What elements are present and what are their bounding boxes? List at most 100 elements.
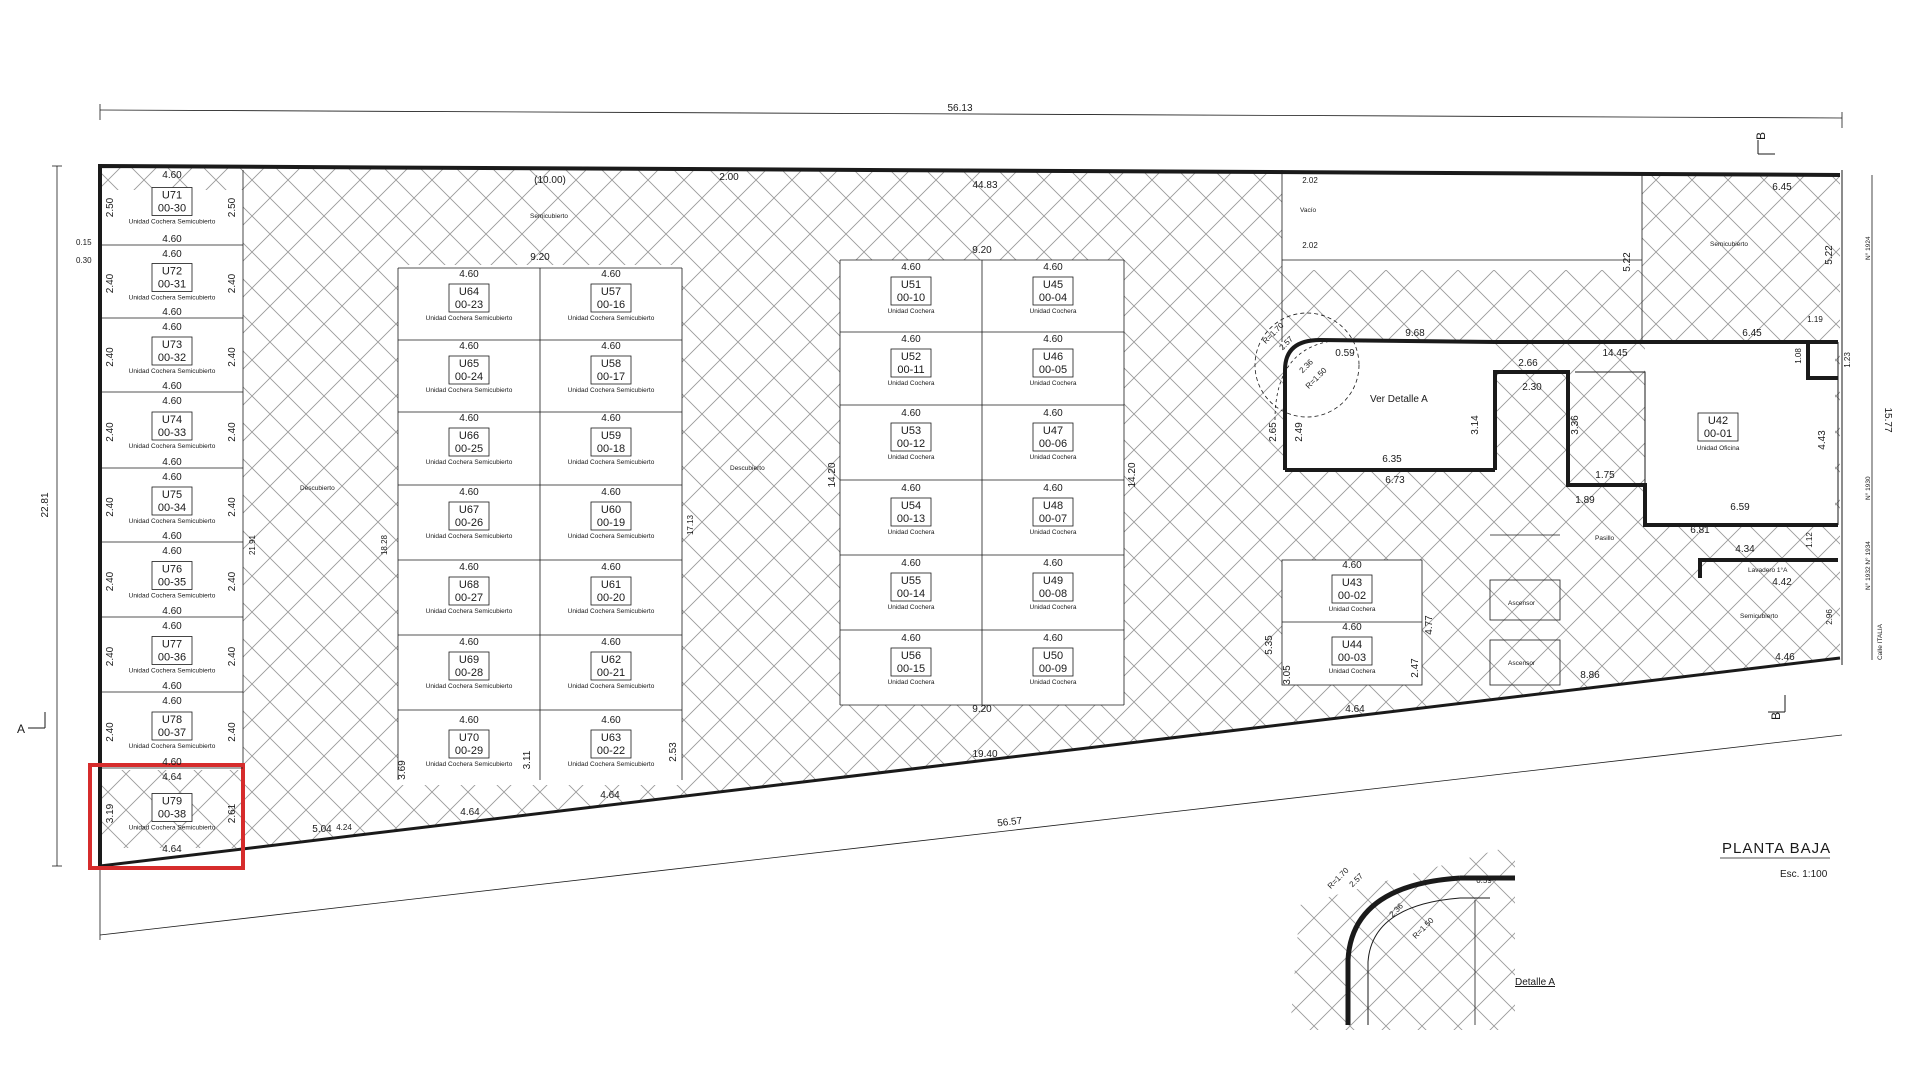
left-unit-width-bottom: 4.60 [162, 531, 182, 542]
site-boundary [98, 163, 1843, 868]
right-unit-u43-type: Unidad Cochera [1329, 606, 1376, 613]
mid-left-unit-u66-id: U66 [459, 430, 479, 442]
dim-8-86: 8.86 [1580, 670, 1600, 681]
left-unit-u73-id: U73 [162, 339, 182, 351]
dim-2-02-a: 2.02 [1302, 176, 1318, 185]
mid-unit-width: 4.60 [459, 269, 479, 280]
mid-left-unit-u70-id-box [448, 729, 490, 759]
left-unit-width-top: 4.60 [162, 322, 182, 333]
left-unit-u71-id-box [151, 187, 193, 216]
mid-left-unit-u70-type: Unidad Cochera Semicubierto [426, 761, 513, 768]
mid-left-unit-u66-type: Unidad Cochera Semicubierto [426, 459, 513, 466]
mid-right-unit-u63-code: 00-22 [597, 745, 625, 757]
dim-6-81: 6.81 [1690, 525, 1710, 536]
dim-2-49: 2.49 [1294, 422, 1305, 442]
mid-right-unit-u61-type: Unidad Cochera Semicubierto [568, 608, 655, 615]
left-unit-u77-type: Unidad Cochera Semicubierto [129, 668, 216, 675]
center-unit-width: 4.60 [901, 633, 921, 644]
mid-left-unit-u64-id: U64 [459, 286, 479, 298]
right-building [1254, 170, 1839, 686]
center-left-unit-u53-id: U53 [901, 425, 921, 437]
center-right-unit-u50-code: 00-09 [1039, 663, 1067, 675]
mid-right-unit-u62-id: U62 [601, 654, 621, 666]
dim-9-20-a: 9.20 [530, 252, 550, 263]
center-right-unit-u50-type: Unidad Cochera [1030, 679, 1077, 686]
center-right-unit-u50-id-box [1032, 647, 1074, 677]
mid-unit-width: 4.60 [601, 487, 621, 498]
mid-right-unit-u59-code: 00-18 [597, 443, 625, 455]
left-unit-depth-right: 2.40 [227, 347, 238, 367]
dim-0-30: 0.30 [76, 256, 92, 265]
mid-unit-width: 4.60 [601, 269, 621, 280]
center-right-unit-u48-code: 00-07 [1039, 513, 1067, 525]
left-unit-width-top: 4.60 [162, 249, 182, 260]
mid-left-unit-u65-id: U65 [459, 358, 479, 370]
center-left-unit-u54-code: 00-13 [897, 513, 925, 525]
center-left-unit-u56-code: 00-15 [897, 663, 925, 675]
mid-right-unit-u59-id-box [590, 427, 632, 457]
center-left-unit-u51-code: 00-10 [897, 292, 925, 304]
left-unit-u71-code: 00-30 [158, 203, 186, 215]
mid-right-unit-u57-code: 00-16 [597, 299, 625, 311]
center-left-unit-u53-code: 00-12 [897, 438, 925, 450]
left-unit-u72-type: Unidad Cochera Semicubierto [129, 295, 216, 302]
mid-unit-width: 4.60 [459, 637, 479, 648]
left-unit-u73-code: 00-32 [158, 352, 186, 364]
dim-3-05: 3.05 [1282, 665, 1293, 685]
left-unit-width-bottom: 4.60 [162, 606, 182, 617]
mid-right-unit-u58-code: 00-17 [597, 371, 625, 383]
dim-10-00: (10.00) [534, 175, 566, 186]
left-unit-width-bottom: 4.64 [162, 844, 182, 855]
dim-detail-0-59: 0.59 [1476, 876, 1492, 885]
left-unit-depth-right: 2.61 [227, 803, 238, 823]
dim-2-00: 2.00 [719, 172, 739, 183]
dim-4-24: 4.24 [336, 823, 352, 832]
center-right-unit-u49-type: Unidad Cochera [1030, 604, 1077, 611]
mid-left-unit-u68-id: U68 [459, 579, 479, 591]
dim-5-22-a: 5.22 [1622, 252, 1633, 272]
center-left-unit-u51-id: U51 [901, 279, 921, 291]
area-label-vacio: Vacío [1300, 207, 1317, 214]
mid-right-unit-u58-id: U58 [601, 358, 621, 370]
left-unit-u79-id: U79 [162, 796, 182, 808]
left-unit-depth: 2.40 [105, 347, 116, 367]
dim-3-11: 3.11 [522, 750, 533, 769]
left-unit-u72-id: U72 [162, 266, 182, 278]
center-left-unit-u52-id: U52 [901, 351, 921, 363]
center-right-unit-u48-id-box [1032, 497, 1074, 527]
dim-2-02-b: 2.02 [1302, 241, 1318, 250]
area-label-descubierto-1: Descubierto [300, 485, 335, 492]
dim-1-19: 1.19 [1807, 315, 1823, 324]
center-unit-width: 4.60 [901, 483, 921, 494]
center-left-unit-u55-code: 00-14 [897, 588, 925, 600]
left-unit-u72-code: 00-31 [158, 279, 186, 291]
mid-right-unit-u61-code: 00-20 [597, 592, 625, 604]
dim-left: 22.81 [40, 492, 51, 517]
mid-left-unit-u65-type: Unidad Cochera Semicubierto [426, 387, 513, 394]
center-right-unit-u49-id: U49 [1043, 575, 1063, 587]
center-right-unit-u46-id: U46 [1043, 351, 1063, 363]
mid-left-unit-u69-code: 00-28 [455, 667, 483, 679]
dim-2-66: 2.66 [1518, 358, 1538, 369]
dim-4-34: 4.34 [1735, 544, 1755, 555]
center-left-unit-u52-id-box [890, 348, 932, 378]
mid-unit-width: 4.60 [601, 715, 621, 726]
mid-right-unit-u61-id-box [590, 576, 632, 606]
mid-right-unit-u59-type: Unidad Cochera Semicubierto [568, 459, 655, 466]
center-right-unit-u46-type: Unidad Cochera [1030, 380, 1077, 387]
street-number-1930: N° 1930 [1864, 476, 1872, 500]
mid-right-unit-u63-id-box [590, 729, 632, 759]
left-unit-width-bottom: 4.60 [162, 307, 182, 318]
mid-left-unit-u64-code: 00-23 [455, 299, 483, 311]
mid-left-unit-u67-id: U67 [459, 504, 479, 516]
dim-3-36: 3.36 [1570, 415, 1581, 435]
center-unit-width: 4.60 [901, 334, 921, 345]
center-right-unit-u46-id-box [1032, 348, 1074, 378]
dim-5-04: 5.04 [312, 824, 332, 835]
dim-5-22-b: 5.22 [1824, 245, 1835, 265]
mid-unit-width: 4.60 [459, 487, 479, 498]
right-unit-u44-id: U44 [1342, 639, 1362, 651]
left-unit-width-top: 4.64 [162, 772, 182, 783]
